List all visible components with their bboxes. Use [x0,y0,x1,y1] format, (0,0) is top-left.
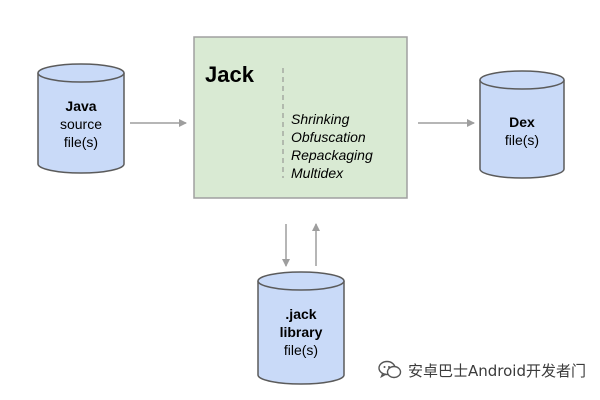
jack-library-label: .jack library file(s) [258,305,344,359]
wechat-bubble-icon [378,360,402,379]
jack-features-list: Shrinking Obfuscation Repackaging Multid… [291,110,373,182]
dex-label: Dex file(s) [480,113,564,149]
watermark-text: 安卓巴士Android开发者门 [408,361,586,380]
jack-box [193,36,408,199]
feature-shrinking: Shrinking [291,111,350,127]
jack-library-title-line2: library [279,324,323,340]
dex-title: Dex [509,114,535,130]
feature-multidex: Multidex [291,165,344,181]
jack-library-cylinder [257,271,345,385]
jack-title: Jack [205,62,254,87]
feature-repackaging: Repackaging [291,147,373,163]
watermark: 安卓巴士Android开发者门 [378,359,586,381]
java-source-label: Java source file(s) [38,97,124,151]
java-source-cylinder [37,63,125,174]
java-source-line3: file(s) [63,134,99,150]
dex-line2: file(s) [504,132,540,148]
feature-obfuscation: Obfuscation [291,129,366,145]
jack-library-line3: file(s) [283,342,319,358]
jack-library-title-line1: .jack [285,306,317,322]
java-source-title: Java [65,98,97,114]
dex-cylinder [479,70,565,179]
java-source-line2: source [59,116,103,132]
